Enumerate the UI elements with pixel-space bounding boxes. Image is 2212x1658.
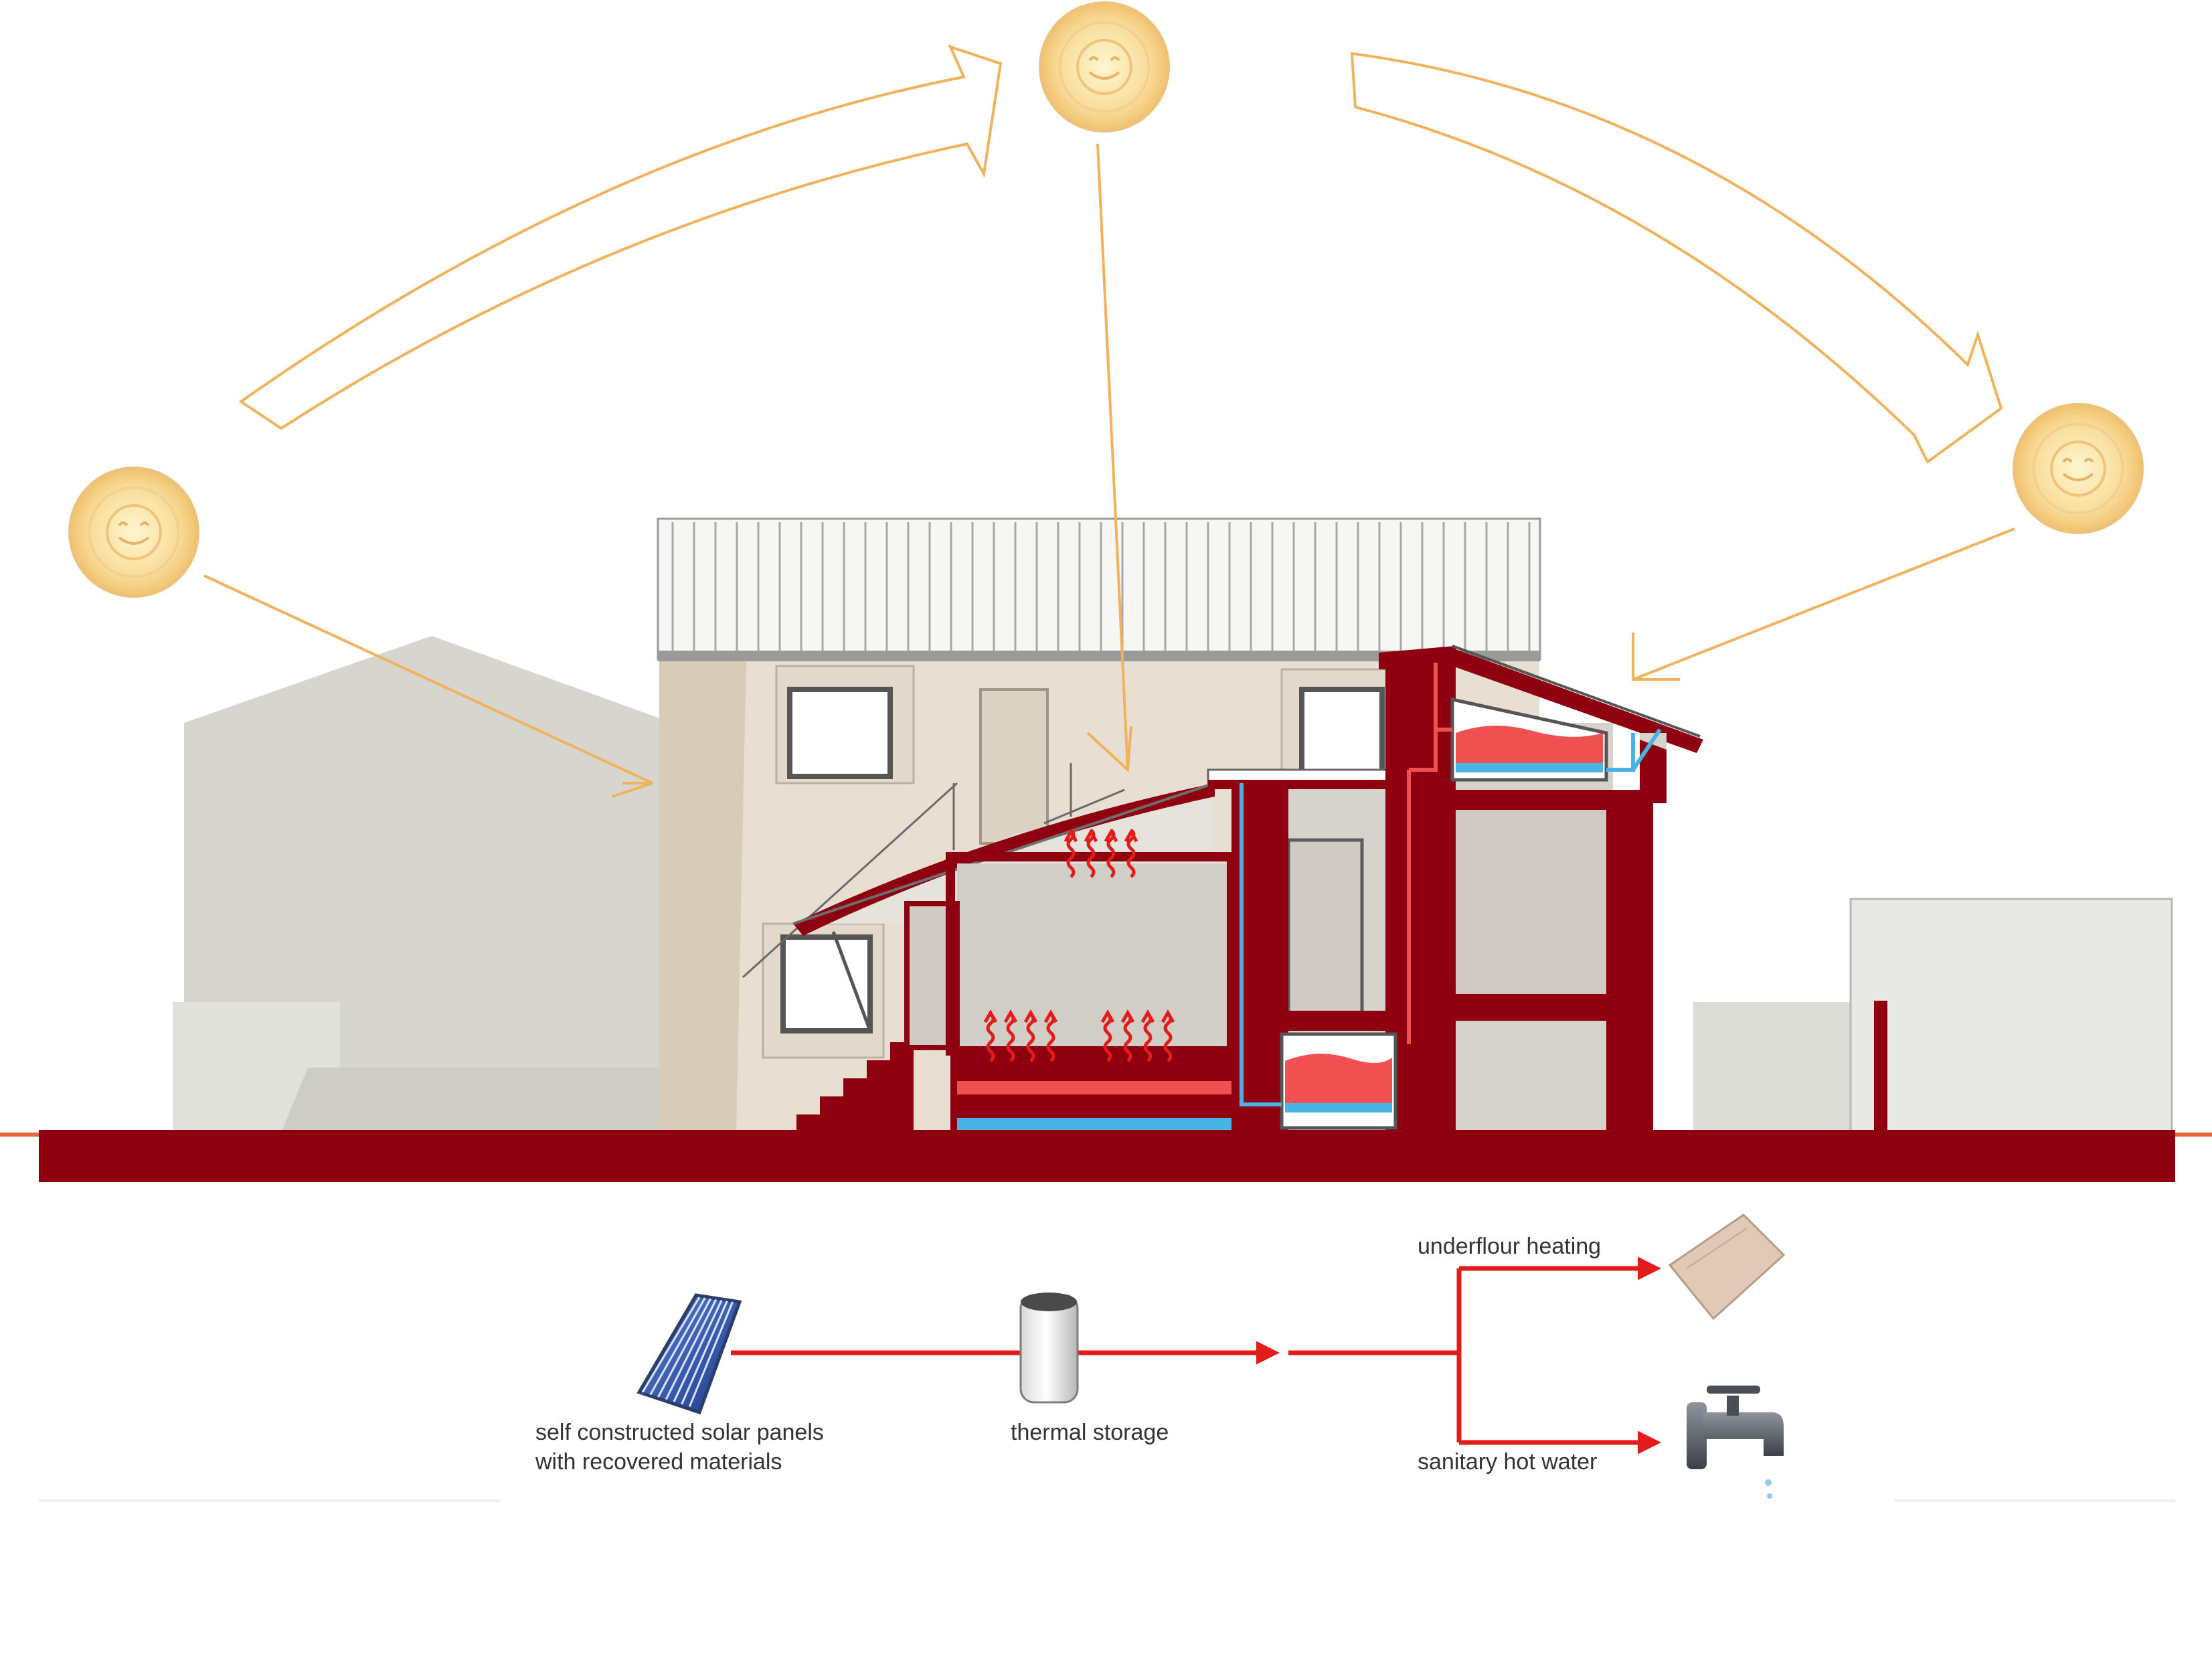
suns bbox=[68, 1, 2144, 598]
neighbour-building-right bbox=[1693, 898, 2173, 1134]
house-window-upper-left bbox=[775, 665, 915, 784]
sun-rays bbox=[203, 143, 2015, 798]
heat-wave bbox=[1100, 1009, 1115, 1062]
sanitary-hot-water-label: sanitary hot water bbox=[1418, 1449, 1598, 1475]
lower-storage-tank bbox=[1280, 1032, 1397, 1130]
heat-wave bbox=[1064, 828, 1078, 878]
pipework bbox=[1240, 663, 1662, 1106]
heat-wave bbox=[1124, 828, 1138, 878]
solar-panel-icon bbox=[636, 1293, 742, 1415]
heat-wave bbox=[983, 1009, 998, 1062]
upper-storage-tank bbox=[1450, 697, 1608, 782]
heat-wave bbox=[1003, 1009, 1018, 1062]
exterior-staircase bbox=[742, 763, 1125, 1133]
heat-wave bbox=[1084, 828, 1098, 878]
floor-heating-panel-icon bbox=[1668, 1214, 1786, 1321]
heat-wave bbox=[1023, 1009, 1038, 1062]
sun-path-arrows bbox=[238, 44, 2003, 465]
heated-room bbox=[946, 776, 1258, 1133]
solar-panels-label-line2: with recovered materials bbox=[535, 1449, 782, 1475]
heat-wave bbox=[1043, 1009, 1058, 1062]
solar-panels-label-line1: self constructed solar panels bbox=[535, 1420, 824, 1445]
neighbour-building-left bbox=[173, 636, 673, 1133]
thermal-storage-label: thermal storage bbox=[1011, 1420, 1169, 1445]
flow-arrows bbox=[731, 1256, 1661, 1455]
water-tap-icon bbox=[1687, 1386, 1784, 1499]
heat-wave bbox=[1140, 1009, 1155, 1062]
sun-icon bbox=[68, 467, 199, 598]
corrugated-roof bbox=[657, 517, 1541, 661]
house-window-lower-left bbox=[762, 922, 885, 1059]
house-window-upper-right bbox=[1280, 668, 1400, 778]
sun-icon bbox=[2013, 403, 2144, 534]
sun-icon bbox=[1039, 1, 1170, 133]
heat-wave bbox=[1104, 828, 1118, 878]
ground-slab bbox=[0, 1001, 2212, 1182]
heat-waves bbox=[983, 828, 1175, 1062]
solar-panels-label: self constructed solar panels with recov… bbox=[535, 1418, 824, 1477]
underfloor-heating-label: underflour heating bbox=[1418, 1234, 1602, 1259]
thermal-tank-icon bbox=[1019, 1293, 1079, 1404]
heat-wave bbox=[1161, 1009, 1175, 1062]
heat-wave bbox=[1120, 1009, 1135, 1062]
